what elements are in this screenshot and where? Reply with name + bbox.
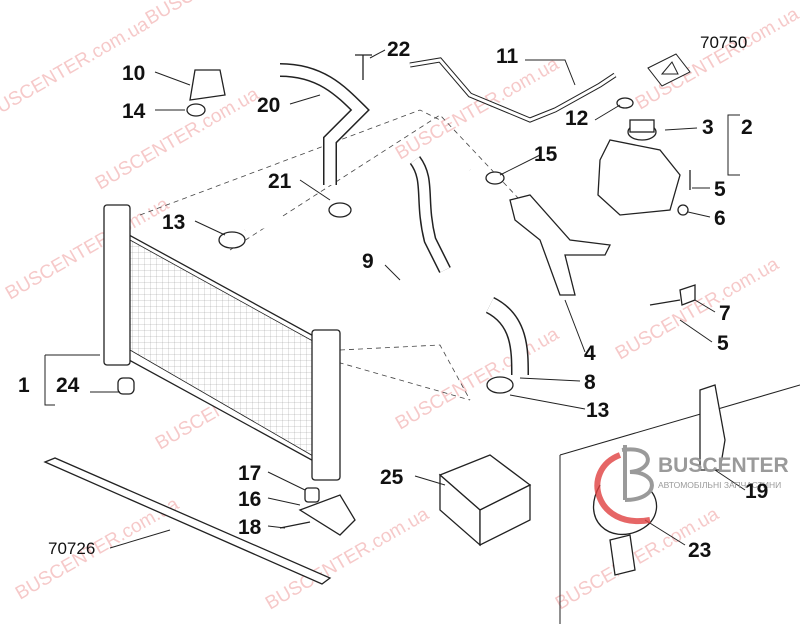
- callout-5b: 5: [717, 332, 729, 355]
- watermark: BUSCENTER.com.ua: [142, 0, 313, 29]
- callout-13: 13: [162, 211, 185, 234]
- radiator: [103, 204, 341, 481]
- logo-name: BUSCENTER: [658, 454, 789, 477]
- leader-lines: [44, 49, 746, 549]
- callout-2: 2: [741, 116, 753, 139]
- bottom-deflector: [43, 457, 332, 585]
- callout-12: 12: [565, 107, 588, 130]
- callout-19: 19: [745, 480, 768, 503]
- callout-23: 23: [688, 539, 711, 562]
- buscenter-logo: BUSCENTER АВТОМОБІЛЬНІ ЗАПЧАСТИНИ: [594, 445, 789, 525]
- callout-8: 8: [584, 371, 596, 394]
- callout-16: 16: [238, 488, 261, 511]
- callout-13b: 13: [586, 399, 609, 422]
- hoses: [242, 57, 617, 376]
- callout-14: 14: [122, 100, 146, 123]
- callout-11: 11: [496, 45, 519, 68]
- watermark: BUSCENTER.com.ua: [612, 254, 783, 365]
- callouts: 10 14 20 22 11 70750 12 3 2 15 21 13 5 6…: [18, 33, 768, 562]
- callout-18: 18: [238, 516, 262, 539]
- logo-tagline: АВТОМОБІЛЬНІ ЗАПЧАСТИНИ: [658, 480, 781, 490]
- callout-22: 22: [387, 38, 410, 61]
- callout-6: 6: [714, 207, 726, 230]
- watermark: BUSCENTER.com.ua: [92, 84, 263, 195]
- callout-70726: 70726: [48, 539, 95, 558]
- callout-20: 20: [257, 94, 280, 117]
- callout-3: 3: [702, 116, 714, 139]
- callout-25: 25: [380, 466, 404, 489]
- watermark: BUSCENTER.com.ua: [632, 4, 800, 115]
- callout-9: 9: [362, 250, 374, 273]
- callout-70750: 70750: [700, 33, 747, 52]
- callout-1: 1: [18, 374, 30, 397]
- callout-4: 4: [584, 342, 596, 365]
- callout-21: 21: [268, 170, 292, 193]
- callout-7: 7: [719, 302, 731, 325]
- small-parts: [186, 53, 726, 576]
- callout-5: 5: [714, 178, 726, 201]
- callout-24: 24: [56, 374, 80, 397]
- callout-10: 10: [122, 62, 145, 85]
- callout-15: 15: [534, 143, 558, 166]
- expansion-tank: [597, 119, 681, 216]
- callout-17: 17: [238, 462, 261, 485]
